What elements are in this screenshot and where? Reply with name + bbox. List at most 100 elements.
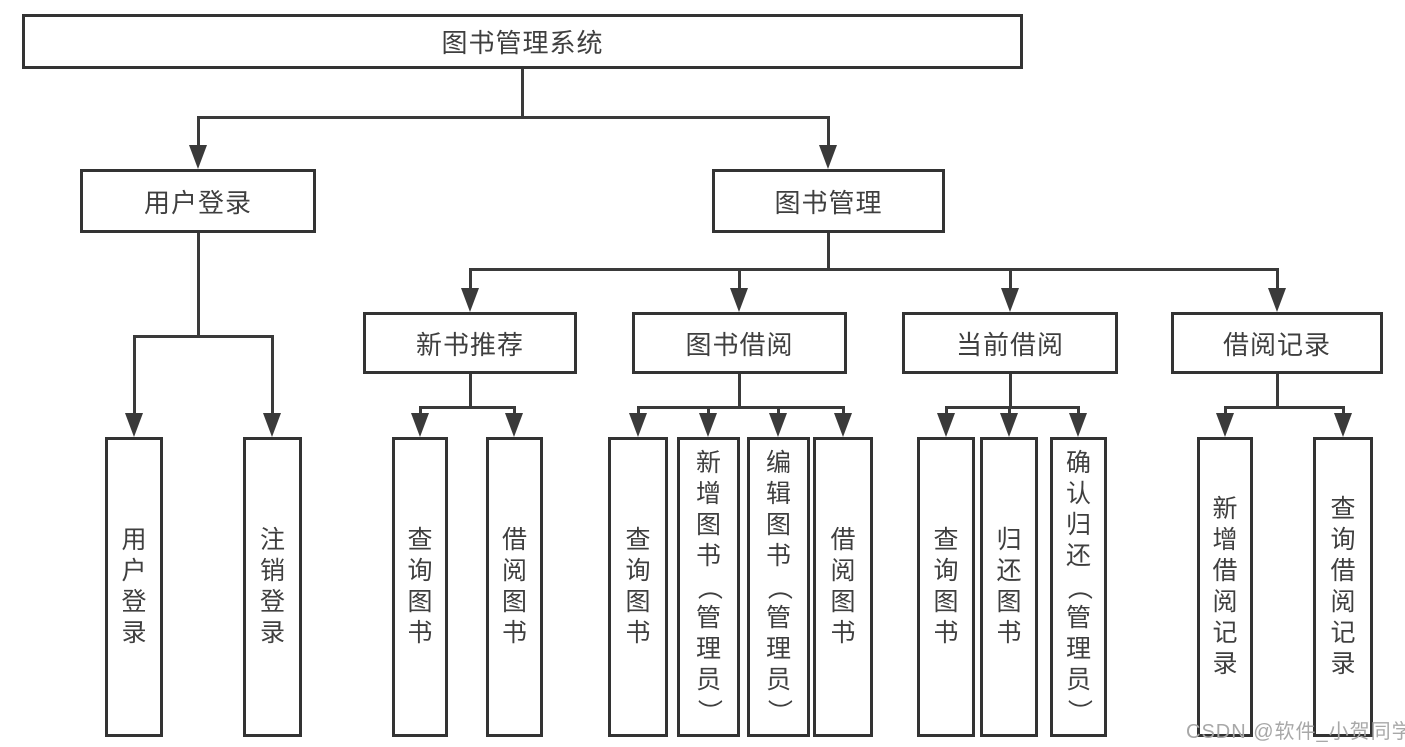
node-label-char: 查 [625, 526, 651, 554]
connector-hline [469, 268, 1278, 271]
arrow-head-icon [1216, 413, 1234, 437]
node-label-char: 归 [996, 526, 1022, 554]
arrow-head-icon [263, 413, 281, 437]
node-label-char: 图 [830, 588, 856, 616]
arrow-shaft [777, 406, 780, 414]
arrow-shaft [197, 116, 200, 146]
node-label-char: 新 [695, 448, 721, 477]
node-label-char: 还 [1065, 541, 1091, 570]
node-label-char: 录 [1212, 650, 1238, 678]
node-label-char: ） [765, 698, 793, 724]
node-label: 借阅记录 [1222, 329, 1331, 360]
node-label-char: 询 [1330, 526, 1356, 554]
node-label: 图书管理系统 [441, 28, 604, 58]
arrow-head-icon [819, 145, 837, 169]
diagram-node-book-management: 图书管理 [712, 169, 945, 233]
node-label-char: 图 [933, 588, 959, 616]
arrow-head-icon [411, 413, 429, 437]
diagram-node-add-books-admin: 新增图书（管理员） [677, 437, 740, 737]
connector-vline [197, 232, 200, 337]
arrow-shaft [1008, 406, 1011, 414]
arrow-shaft [133, 335, 136, 414]
arrow-shaft [1342, 406, 1345, 414]
node-label-char: 查 [933, 526, 959, 554]
diagram-node-current-borrowing: 当前借阅 [902, 312, 1118, 374]
connector-hline [197, 116, 829, 119]
node-label-char: 询 [933, 557, 959, 585]
node-label-char: 录 [259, 619, 285, 647]
arrow-shaft [945, 406, 948, 414]
arrow-shaft [271, 335, 274, 414]
connector-vline [1276, 373, 1279, 408]
node-label-char: （ [765, 574, 793, 600]
arrow-shaft [513, 406, 516, 414]
node-label-char: 销 [259, 557, 285, 585]
node-label-char: 查 [407, 526, 433, 554]
diagram-node-query-borrow-record: 查询借阅记录 [1313, 437, 1373, 737]
diagram-node-user-login: 用户登录 [80, 169, 316, 233]
arrow-head-icon [629, 413, 647, 437]
node-label-char: 员 [1065, 665, 1091, 694]
arrow-head-icon [189, 145, 207, 169]
connector-hline [419, 406, 515, 409]
connector-hline [945, 406, 1079, 409]
node-label-char: 借 [1330, 557, 1356, 585]
diagram-node-new-book-recommend: 新书推荐 [363, 312, 577, 374]
arrow-shaft [1224, 406, 1227, 414]
node-label-char: 注 [259, 526, 285, 554]
arrow-shaft [419, 406, 422, 414]
diagram-node-book-borrowing: 图书借阅 [632, 312, 847, 374]
node-label-char: 登 [121, 588, 147, 616]
node-label-char: 认 [1065, 479, 1091, 508]
node-label-char: 图 [996, 588, 1022, 616]
arrow-head-icon [937, 413, 955, 437]
node-label-char: 询 [407, 557, 433, 585]
node-label-char: （ [1065, 574, 1093, 600]
node-label: 用户登录 [143, 187, 252, 218]
diagram-node-edit-books-admin: 编辑图书（管理员） [747, 437, 810, 737]
node-label-char: 确 [1065, 448, 1091, 477]
arrow-head-icon [769, 413, 787, 437]
node-label-char: 书 [501, 619, 527, 647]
diagram-node-borrow-records: 借阅记录 [1171, 312, 1383, 374]
diagram-node-add-borrow-record: 新增借阅记录 [1197, 437, 1253, 737]
node-label-char: 管 [1065, 603, 1091, 632]
node-label-char: 书 [407, 619, 433, 647]
node-label-char: 还 [996, 557, 1022, 585]
diagram-node-query-books-2: 查询图书 [608, 437, 668, 737]
node-label-char: 录 [121, 619, 147, 647]
node-label-char: 借 [1212, 557, 1238, 585]
node-label-char: 增 [695, 479, 721, 508]
node-label-char: 书 [625, 619, 651, 647]
arrow-head-icon [1001, 288, 1019, 312]
connector-vline [521, 68, 524, 118]
arrow-shaft [637, 406, 640, 414]
node-label-char: 查 [1330, 495, 1356, 523]
node-label-char: 编 [765, 448, 791, 477]
node-label-char: 增 [1212, 526, 1238, 554]
node-label-char: 阅 [830, 557, 856, 585]
node-label-char: 图 [407, 588, 433, 616]
node-label-char: 借 [830, 526, 856, 554]
connector-vline [827, 232, 830, 270]
arrow-head-icon [1000, 413, 1018, 437]
node-label-char: 登 [259, 588, 285, 616]
arrow-head-icon [1069, 413, 1087, 437]
node-label-char: 记 [1330, 619, 1356, 647]
node-label: 当前借阅 [955, 329, 1064, 360]
arrow-shaft [842, 406, 845, 414]
arrow-shaft [1077, 406, 1080, 414]
arrow-head-icon [125, 413, 143, 437]
node-label: 图书借阅 [685, 329, 794, 360]
node-label-char: 询 [625, 557, 651, 585]
arrow-shaft [469, 268, 472, 289]
node-label-char: 书 [996, 619, 1022, 647]
node-label-char: 阅 [501, 557, 527, 585]
node-label-char: 新 [1212, 495, 1238, 523]
arrow-shaft [1009, 268, 1012, 289]
arrow-shaft [827, 116, 830, 146]
node-label: 新书推荐 [415, 329, 524, 360]
node-label-char: 理 [765, 634, 791, 663]
node-label-char: 管 [695, 603, 721, 632]
arrow-head-icon [461, 288, 479, 312]
